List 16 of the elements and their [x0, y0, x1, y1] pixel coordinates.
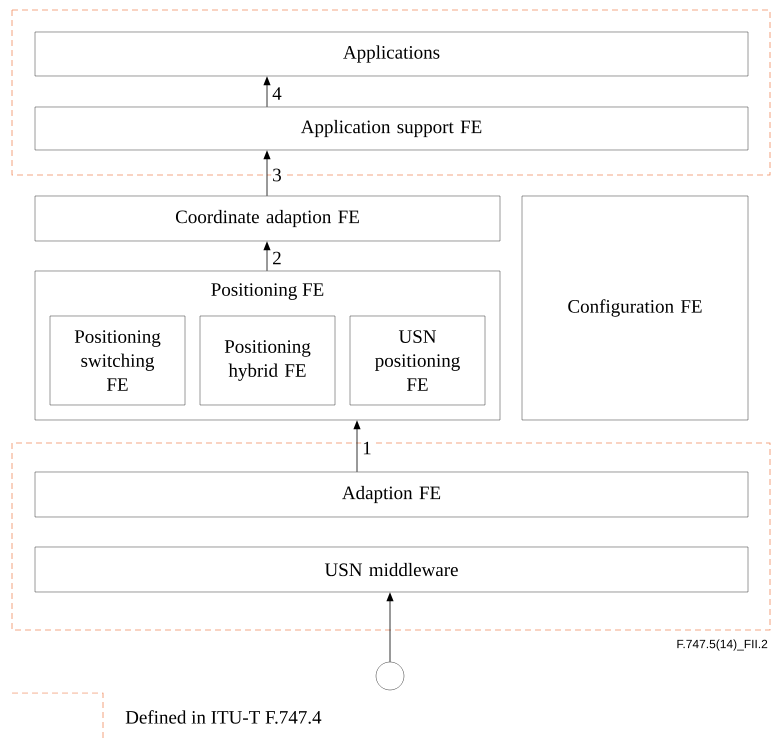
layer-box: Coordinate adaption FE — [34, 196, 500, 242]
edge-label: 2 — [271, 250, 283, 266]
layer-box: USN middleware — [34, 546, 748, 592]
circle-symbol — [376, 662, 404, 690]
layer-box: Applications — [34, 32, 748, 76]
edge-label: 1 — [361, 440, 373, 456]
edge-label: 4 — [271, 86, 283, 101]
figure-id: F.747.5(14)_FII.2 — [677, 639, 768, 651]
legend-text: Defined in ITU-T F.747.4 — [126, 710, 322, 724]
layer-box: Application support FE — [34, 106, 748, 150]
function-box: Positioning switching FE — [50, 316, 186, 406]
edge-label: 3 — [271, 168, 283, 182]
function-box: USN positioning FE — [350, 316, 486, 406]
function-box: Positioning hybrid FE — [200, 316, 336, 406]
layer-box: Adaption FE — [34, 472, 748, 518]
function-box: Configuration FE — [522, 196, 748, 420]
